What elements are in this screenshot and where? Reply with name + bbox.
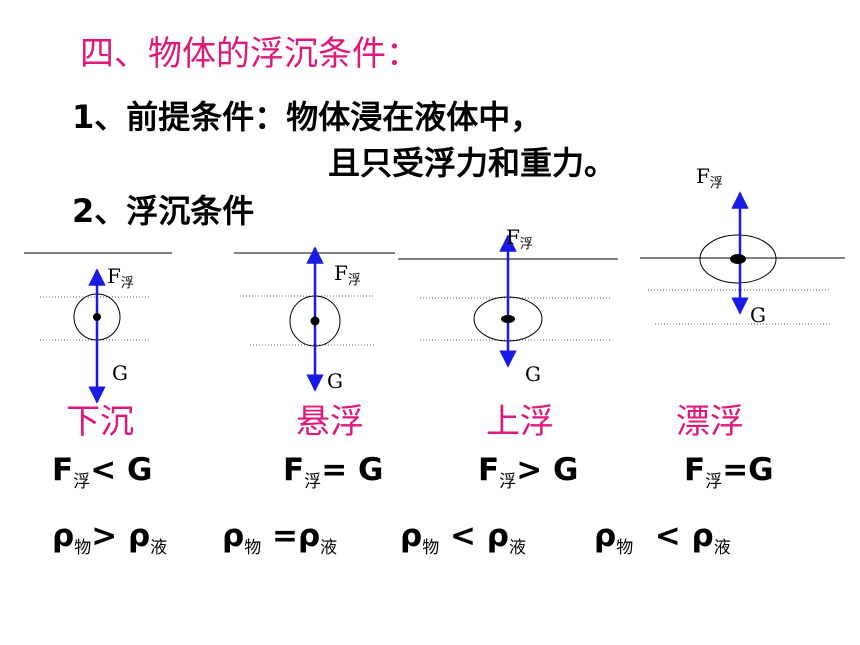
state-rising: 上浮	[486, 402, 554, 442]
buoyancy-label: F浮	[107, 264, 134, 291]
density-suspended: ρ物 =ρ液	[222, 518, 338, 558]
premise-line-1: 1、前提条件：物体浸在液体中，	[72, 98, 543, 136]
density-sinking: ρ物> ρ液	[52, 518, 168, 558]
diagram-floating: F浮 G	[640, 164, 845, 327]
density-floating: ρ物 < ρ液	[594, 518, 731, 558]
condition-rising: F浮> G	[478, 452, 579, 492]
condition-sinking: F浮< G	[52, 452, 153, 492]
subheading-conditions: 2、浮沉条件	[72, 192, 255, 230]
object-center-dot	[730, 254, 746, 264]
premise-line-2: 且只受浮力和重力。	[328, 144, 617, 182]
object-center-dot	[310, 316, 320, 326]
state-floating: 漂浮	[676, 402, 744, 442]
diagram-rising: F浮 G	[398, 225, 618, 386]
gravity-label: G	[327, 369, 343, 393]
buoyancy-label: F浮	[506, 225, 533, 252]
section-heading: 四、物体的浮沉条件：	[80, 34, 420, 74]
state-suspended: 悬浮	[296, 402, 364, 442]
condition-suspended: F浮= G	[283, 452, 384, 492]
object-center-dot	[93, 313, 101, 321]
density-rising: ρ物 < ρ液	[400, 518, 526, 558]
gravity-label: G	[112, 361, 128, 385]
gravity-label: G	[750, 303, 766, 327]
object-center-dot	[501, 315, 515, 323]
diagram-suspended: F浮 G	[234, 246, 395, 393]
diagram-sinking: F浮 G	[24, 252, 172, 404]
buoyancy-label: F浮	[696, 164, 723, 191]
gravity-label: G	[525, 362, 541, 386]
object-ellipse	[699, 234, 777, 284]
condition-floating: F浮=G	[684, 452, 774, 492]
state-sinking: 下沉	[66, 402, 134, 442]
buoyancy-label: F浮	[334, 261, 361, 288]
